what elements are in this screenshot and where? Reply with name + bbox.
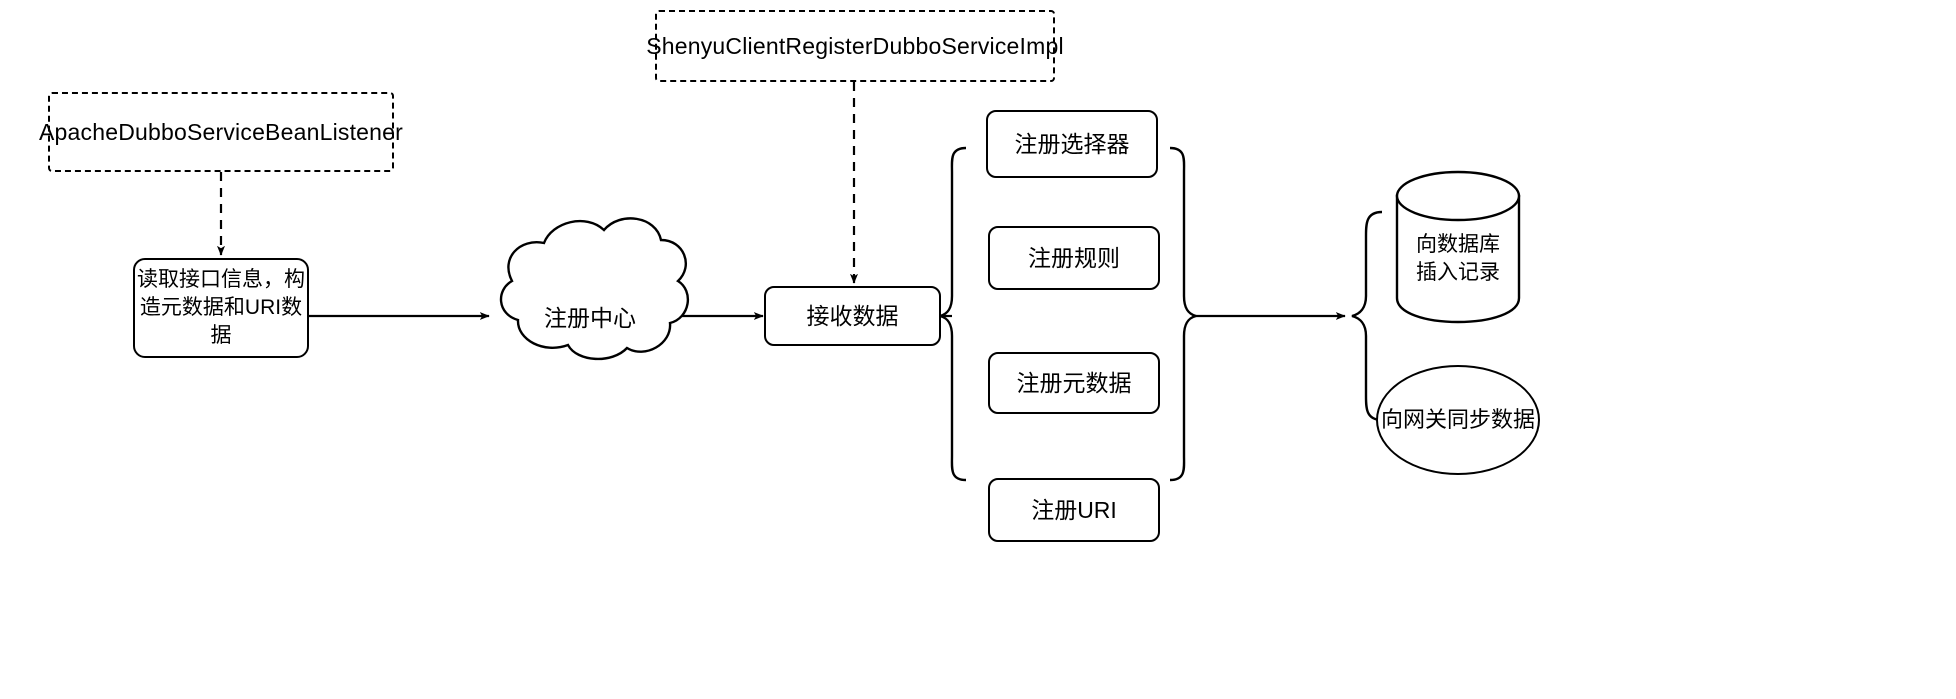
node-label: ShenyuClientRegisterDubboServiceImpl (646, 32, 1064, 59)
node-label: 注册元数据 (1016, 369, 1132, 396)
node-label: ApacheDubboServiceBeanListener (38, 118, 404, 145)
node-register-selector[interactable]: 注册选择器 (986, 110, 1158, 178)
node-apache-dubbo-service-bean-listener[interactable]: ApacheDubboServiceBeanListener (39, 92, 403, 172)
node-label: 注册URI (1031, 496, 1117, 523)
node-receive-data[interactable]: 接收数据 (764, 286, 941, 346)
node-label: 向网关同步数据 (1380, 407, 1535, 433)
node-shenyu-client-register-dubbo-service-impl[interactable]: ShenyuClientRegisterDubboServiceImpl (646, 10, 1064, 82)
node-insert-into-database[interactable]: 向数据库 插入记录 (1398, 228, 1518, 290)
cloud-shape-registry-center (499, 217, 690, 361)
node-label: 注册规则 (1028, 244, 1120, 271)
node-label: 接收数据 (806, 302, 899, 329)
node-register-rule[interactable]: 注册规则 (988, 226, 1160, 290)
node-label: 读取接口信息，构 造元数据和URI数据 (137, 268, 305, 347)
node-label: 向数据库 插入记录 (1416, 232, 1500, 284)
node-label: 注册选择器 (1014, 130, 1130, 157)
brace-output-group (1351, 210, 1383, 422)
node-register-metadata[interactable]: 注册元数据 (988, 352, 1160, 414)
node-registry-center[interactable]: 注册中心 (530, 295, 650, 337)
brace-register-group (939, 146, 967, 482)
brace-register-group-right (1169, 146, 1197, 482)
node-sync-to-gateway[interactable]: 向网关同步数据 (1376, 365, 1540, 475)
node-register-uri[interactable]: 注册URI (988, 478, 1160, 542)
node-label: 注册中心 (544, 305, 636, 331)
node-read-interface-build-metadata[interactable]: 读取接口信息，构 造元数据和URI数据 (133, 258, 309, 358)
